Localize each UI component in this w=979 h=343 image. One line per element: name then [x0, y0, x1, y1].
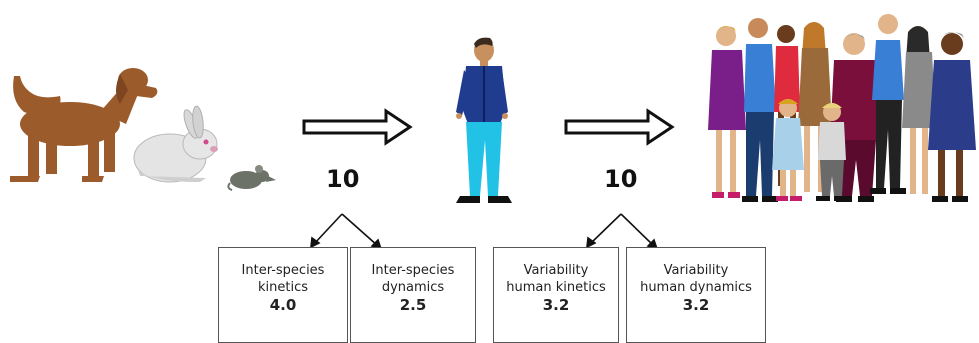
- box-value: 2.5: [399, 296, 427, 314]
- box-variability-human-kinetics: Variability human kinetics 3.2: [493, 247, 619, 343]
- dog-icon: [10, 68, 158, 182]
- factor-left: 10: [326, 165, 360, 193]
- box-variability-human-dynamics: Variability human dynamics 3.2: [626, 247, 766, 343]
- box-label-line1: Inter-species: [371, 263, 455, 278]
- box-value: 3.2: [542, 296, 570, 314]
- box-label-line1: Variability: [663, 263, 729, 278]
- box-value: 4.0: [269, 296, 297, 314]
- mouse-icon: [227, 165, 276, 191]
- box-inter-species-dynamics: Inter-species dynamics 2.5: [350, 247, 476, 343]
- rabbit-icon: [133, 105, 218, 183]
- box-value: 3.2: [682, 296, 710, 314]
- split-connector-left: [310, 213, 383, 251]
- box-label-line1: Inter-species: [241, 263, 325, 278]
- factor-right: 10: [604, 165, 638, 193]
- arrow-right-icon: [302, 108, 413, 146]
- arrow-right-icon: [564, 108, 675, 146]
- box-label-line1: Variability: [523, 263, 589, 278]
- box-label-line2: kinetics: [257, 280, 308, 295]
- box-label-line2: human kinetics: [506, 280, 606, 295]
- split-connector-right: [586, 213, 659, 251]
- box-label-line2: dynamics: [381, 280, 445, 295]
- man-icon: [456, 37, 512, 203]
- crowd-icon: [708, 14, 976, 202]
- box-inter-species-kinetics: Inter-species kinetics 4.0: [218, 247, 348, 343]
- box-label-line2: human dynamics: [640, 280, 752, 295]
